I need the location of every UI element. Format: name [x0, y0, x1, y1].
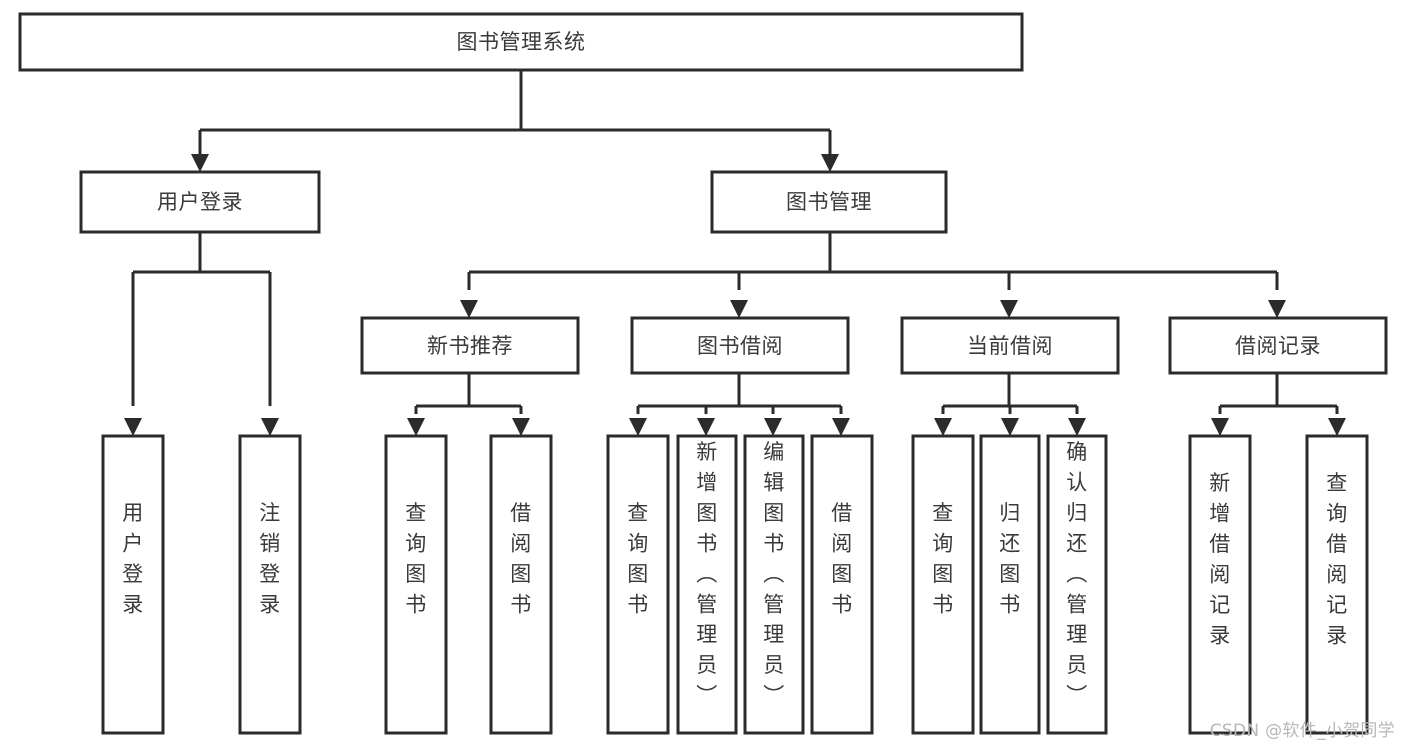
arrow-to-leaf-add-record	[1211, 418, 1229, 436]
node-leaf-add-record-box[interactable]	[1188, 434, 1252, 735]
node-leaf-edit-book-label: 编辑图书︵管理员︶	[763, 440, 785, 708]
node-current-borrow[interactable]: 当前借阅	[900, 316, 1120, 375]
node-leaf-query-book-3[interactable]: 查询图书	[911, 434, 975, 735]
node-borrow-record-box[interactable]	[1168, 316, 1388, 375]
node-leaf-query-book-3-box[interactable]	[911, 434, 975, 735]
node-leaf-borrow-book-1[interactable]: 借阅图书	[489, 434, 553, 735]
node-leaf-confirm-return[interactable]: 确认归还︵管理员︶	[1046, 434, 1108, 735]
node-user-login-label: 用户登录	[157, 190, 243, 214]
node-leaf-return-book-box[interactable]	[979, 434, 1041, 735]
node-leaf-query-book-2-label: 查询图书	[627, 501, 649, 616]
node-leaf-return-book[interactable]: 归还图书	[979, 434, 1041, 735]
connector-layer	[124, 70, 1346, 436]
node-leaf-user-login-label: 用户登录	[122, 501, 144, 616]
arrow-to-current-borrow	[1000, 300, 1018, 318]
node-leaf-borrow-book-2[interactable]: 借阅图书	[810, 434, 874, 735]
node-leaf-user-logout[interactable]: 注销登录	[238, 434, 302, 735]
node-current-borrow-box[interactable]	[900, 316, 1120, 375]
node-new-book-rec-label: 新书推荐	[427, 334, 513, 358]
node-leaf-confirm-return-label: 确认归还︵管理员︶	[1066, 440, 1088, 708]
node-book-borrow-label: 图书借阅	[697, 334, 783, 358]
node-root[interactable]: 图书管理系统	[18, 12, 1024, 72]
arrow-to-leaf-add-book	[697, 418, 715, 436]
node-leaf-query-record-box[interactable]	[1305, 434, 1369, 735]
node-leaf-borrow-book-1-box[interactable]	[489, 434, 553, 735]
node-new-book-rec[interactable]: 新书推荐	[360, 316, 580, 375]
node-leaf-add-book-label: 新增图书︵管理员︶	[696, 440, 718, 708]
node-leaf-borrow-book-2-box[interactable]	[810, 434, 874, 735]
arrow-root-to-user-login	[191, 154, 209, 172]
node-leaf-user-logout-label: 注销登录	[259, 501, 281, 616]
node-leaf-add-record-label: 新增借阅记录	[1209, 471, 1231, 647]
arrow-to-book-borrow	[730, 300, 748, 318]
node-leaf-user-logout-box[interactable]	[238, 434, 302, 735]
node-leaf-edit-book-box[interactable]	[743, 434, 805, 735]
node-leaf-query-book-2[interactable]: 查询图书	[606, 434, 670, 735]
node-book-manage[interactable]: 图书管理	[710, 170, 948, 234]
node-leaf-edit-book[interactable]: 编辑图书︵管理员︶	[743, 434, 805, 735]
node-book-manage-box[interactable]	[710, 170, 948, 234]
node-borrow-record[interactable]: 借阅记录	[1168, 316, 1388, 375]
node-leaf-add-record[interactable]: 新增借阅记录	[1188, 434, 1252, 735]
node-leaf-borrow-book-1-label: 借阅图书	[510, 501, 532, 616]
node-leaf-query-book-1-box[interactable]	[384, 434, 448, 735]
arrow-to-leaf-borrow-book-1	[512, 418, 530, 436]
node-leaf-return-book-label: 归还图书	[999, 501, 1021, 616]
arrow-root-to-book-manage	[821, 154, 839, 172]
node-book-borrow[interactable]: 图书借阅	[630, 316, 850, 375]
arrow-to-leaf-user-login	[124, 418, 142, 436]
node-borrow-record-label: 借阅记录	[1235, 334, 1321, 358]
arrow-to-new-book-rec	[460, 300, 478, 318]
node-leaf-query-record-label: 查询借阅记录	[1326, 471, 1348, 647]
node-leaf-query-record[interactable]: 查询借阅记录	[1305, 434, 1369, 735]
node-leaf-user-login[interactable]: 用户登录	[101, 434, 165, 735]
node-leaf-user-login-box[interactable]	[101, 434, 165, 735]
node-root-label: 图书管理系统	[457, 30, 586, 54]
node-leaf-query-book-1-label: 查询图书	[405, 501, 427, 616]
node-user-login-box[interactable]	[79, 170, 321, 234]
arrow-to-borrow-record	[1268, 300, 1286, 318]
arrow-to-leaf-query-book-1	[407, 418, 425, 436]
node-leaf-add-book-box[interactable]	[676, 434, 738, 735]
node-leaf-query-book-3-label: 查询图书	[932, 501, 954, 616]
node-book-borrow-box[interactable]	[630, 316, 850, 375]
arrow-to-leaf-query-record	[1328, 418, 1346, 436]
node-book-manage-label: 图书管理	[786, 190, 872, 214]
node-leaf-borrow-book-2-label: 借阅图书	[831, 501, 853, 616]
node-leaf-query-book-1[interactable]: 查询图书	[384, 434, 448, 735]
leaf-nodes-layer: 用户登录 注销登录 查询图书 借阅图书 查询图书 新增图书︵管理员︶	[101, 434, 1369, 735]
arrow-to-leaf-confirm-return	[1068, 418, 1086, 436]
csdn-watermark: CSDN @软件_小贺同学	[1209, 721, 1395, 741]
arrow-to-leaf-borrow-book-2	[832, 418, 850, 436]
node-user-login[interactable]: 用户登录	[79, 170, 321, 234]
arrow-to-leaf-query-book-2	[629, 418, 647, 436]
arrow-to-leaf-return-book	[1001, 418, 1019, 436]
node-new-book-rec-box[interactable]	[360, 316, 580, 375]
node-leaf-add-book[interactable]: 新增图书︵管理员︶	[676, 434, 738, 735]
node-current-borrow-label: 当前借阅	[967, 334, 1053, 358]
node-root-box[interactable]	[18, 12, 1024, 72]
node-leaf-confirm-return-box[interactable]	[1046, 434, 1108, 735]
arrow-to-leaf-user-logout	[261, 418, 279, 436]
node-leaf-query-book-2-box[interactable]	[606, 434, 670, 735]
arrow-to-leaf-query-book-3	[934, 418, 952, 436]
arrow-to-leaf-edit-book	[764, 418, 782, 436]
